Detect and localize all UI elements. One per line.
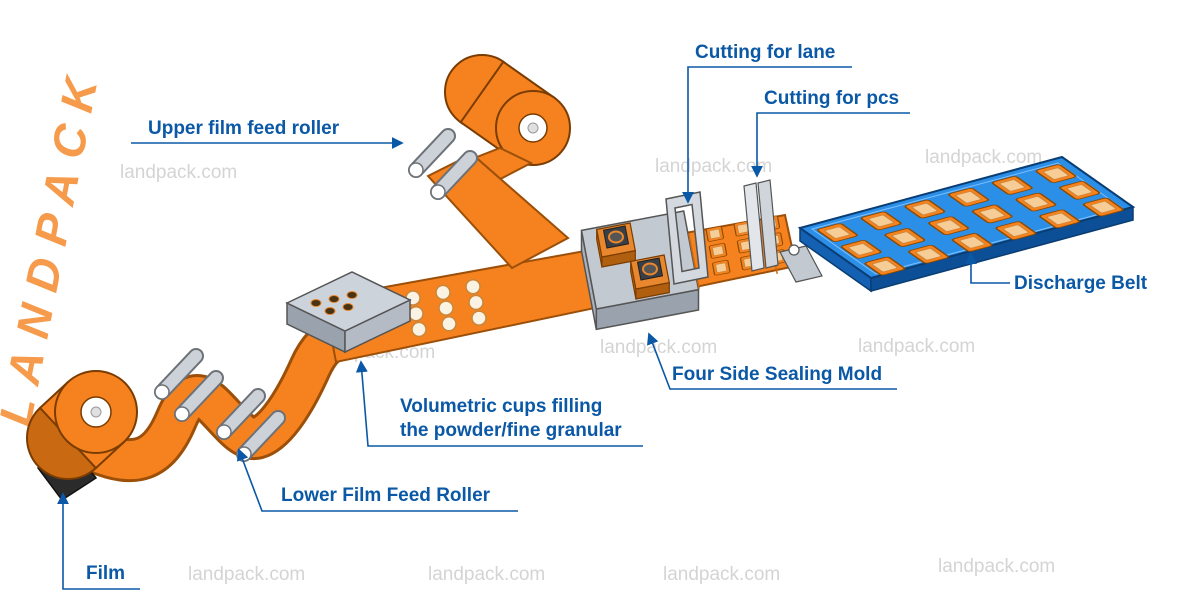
leader-lines xyxy=(57,66,1010,590)
upper-feed-rollers xyxy=(408,128,478,200)
label-film: Film xyxy=(86,563,125,584)
roller xyxy=(430,150,478,200)
leader-film xyxy=(57,492,140,590)
roller xyxy=(174,370,224,422)
labels: Upper film feed roller Cutting for lane … xyxy=(86,42,1148,584)
label-lower-film-feed-roller: Lower Film Feed Roller xyxy=(281,485,491,506)
watermark: landpack.com xyxy=(663,564,780,585)
watermark: landpack.com xyxy=(188,564,305,585)
label-cutting-for-lane: Cutting for lane xyxy=(695,42,835,63)
film-roll xyxy=(26,370,138,502)
seal-die xyxy=(629,254,671,300)
watermark: landpack.com xyxy=(938,556,1055,577)
seal-die xyxy=(595,222,637,268)
upper-film-web xyxy=(426,146,570,270)
label-volumetric-filling-line1: Volumetric cups filling xyxy=(400,396,602,417)
volumetric-cup-plate xyxy=(285,271,412,354)
cup-holes xyxy=(310,291,358,315)
leader-cutting-lane xyxy=(682,66,852,204)
watermark: landpack.com xyxy=(120,162,237,183)
watermark: landpack.com xyxy=(925,147,1042,168)
discharge-chute xyxy=(779,244,823,283)
pcs-cutter xyxy=(743,179,779,272)
leader-discharge-belt xyxy=(965,252,1010,284)
label-cutting-for-pcs: Cutting for pcs xyxy=(764,88,899,109)
label-four-side-sealing-mold: Four Side Sealing Mold xyxy=(672,364,882,385)
leader-sealing-mold xyxy=(647,332,897,390)
discharge-belt xyxy=(797,155,1136,293)
filled-cups xyxy=(405,278,487,338)
leader-filling xyxy=(355,360,643,447)
sealing-mold xyxy=(580,210,700,331)
watermark: landpack.com xyxy=(858,336,975,357)
leader-cutting-pcs xyxy=(751,112,910,178)
upper-film-roll xyxy=(444,54,571,166)
lower-feed-rollers xyxy=(154,348,286,462)
roller xyxy=(154,348,204,400)
leader-lower-film xyxy=(236,448,518,512)
label-volumetric-filling-line2: the powder/fine granular xyxy=(400,420,622,441)
roller xyxy=(408,128,456,178)
roller xyxy=(216,388,266,440)
label-upper-film-feed-roller: Upper film feed roller xyxy=(148,118,340,139)
watermark: landpack.com xyxy=(600,337,717,358)
watermark: landpack.com xyxy=(428,564,545,585)
label-discharge-belt: Discharge Belt xyxy=(1014,273,1148,294)
watermark: landpack.com xyxy=(655,156,772,177)
